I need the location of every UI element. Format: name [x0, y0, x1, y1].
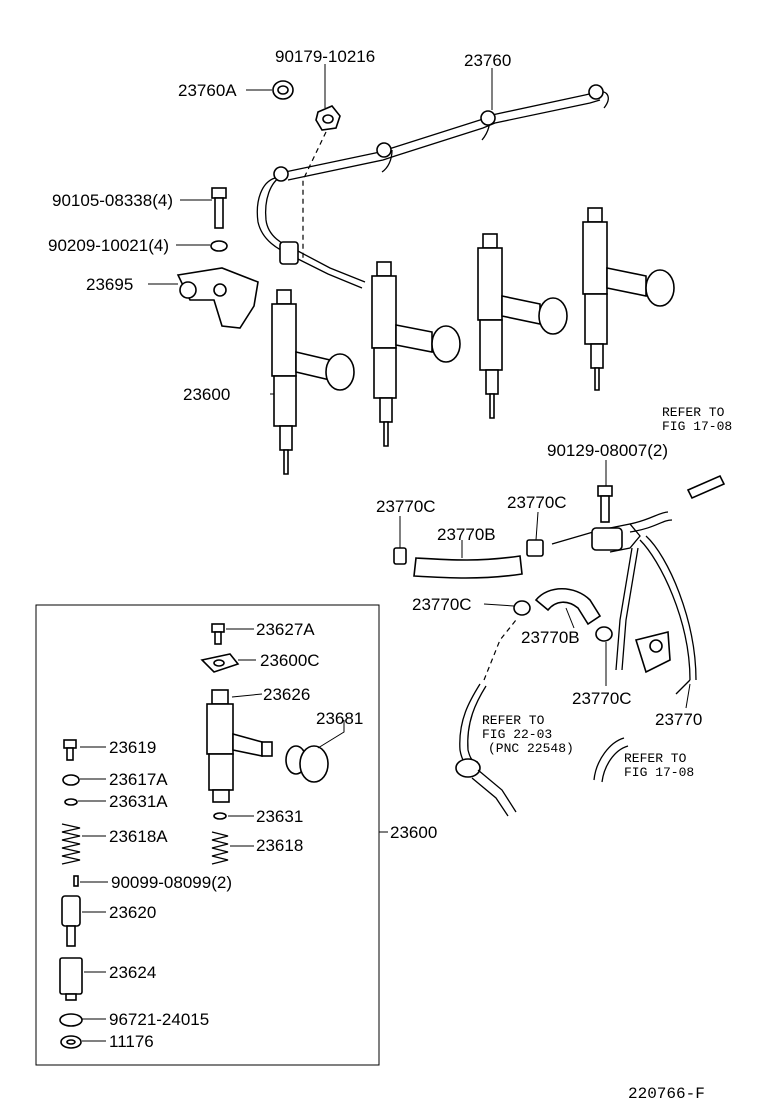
label-23624: 23624 [109, 963, 156, 982]
label-23627A: 23627A [256, 620, 315, 639]
nozzle-23624 [59, 957, 83, 1001]
label-23626: 23626 [263, 685, 310, 704]
spring-23618A [61, 823, 81, 865]
label-23770B-1: 23770B [437, 525, 496, 544]
pin-90099 [73, 875, 79, 887]
ref-17-08-lower-line1: REFER TO [624, 751, 687, 766]
holder-23626 [206, 689, 273, 803]
washer-11176 [60, 1035, 82, 1049]
ref-22-03-line1: REFER TO [482, 713, 545, 728]
fuel-pipe-ref-22-03 [455, 619, 517, 817]
leakage-hose-23770B-2 [534, 588, 602, 626]
injector-2 [371, 261, 461, 447]
injector-4 [582, 207, 675, 391]
label-23631: 23631 [256, 807, 303, 826]
label-90129: 90129-08007(2) [547, 441, 668, 460]
ref-17-08-upper-line1: REFER TO [662, 405, 725, 420]
label-23631A: 23631A [109, 792, 168, 811]
injector-assembly-box [35, 604, 380, 1066]
gasket-23760A [272, 80, 294, 100]
clip-23770C-4 [595, 626, 613, 642]
label-96721: 96721-24015 [109, 1010, 209, 1029]
reference-notes: REFER TO FIG 17-08 REFER TO FIG 22-03 (P… [482, 405, 732, 780]
label-23681: 23681 [316, 709, 363, 728]
nozzle-clamp-23695 [176, 267, 259, 329]
clip-23770C-2 [526, 539, 544, 557]
clip-23770C-3 [513, 600, 531, 616]
spring-23618 [211, 831, 229, 865]
label-11176: 11176 [109, 1032, 154, 1051]
label-23600C: 23600C [260, 651, 320, 670]
washer-23631 [213, 812, 227, 820]
label-23770C-3: 23770C [412, 595, 472, 614]
label-23760: 23760 [464, 51, 511, 70]
ref-22-03-line2: FIG 22-03 [482, 727, 552, 742]
bolt-90105 [211, 187, 227, 229]
ring-23617A [62, 774, 80, 786]
cap-23681 [285, 745, 329, 783]
label-90099: 90099-08099(2) [111, 873, 232, 892]
label-23770C-4: 23770C [572, 689, 632, 708]
leakage-pipe-23770 [551, 511, 697, 695]
oring-96721 [59, 1013, 83, 1027]
bolt-90129 [597, 485, 613, 523]
label-23600-box: 23600 [390, 823, 437, 842]
injector-1 [271, 289, 355, 475]
label-23770C-1: 23770C [376, 497, 436, 516]
label-23770B-2: 23770B [521, 628, 580, 647]
part-labels: 90179-10216 23760 23760A 90105-08338(4) … [48, 47, 702, 1051]
label-90209: 90209-10021(4) [48, 236, 169, 255]
needle-23620 [61, 895, 81, 947]
nut-90179 [315, 105, 341, 131]
label-23618A: 23618A [109, 827, 168, 846]
label-23620: 23620 [109, 903, 156, 922]
label-23600-top: 23600 [183, 385, 230, 404]
label-23760A: 23760A [178, 81, 237, 100]
clamp-23600C [200, 653, 240, 673]
leakage-hose-23770B-1 [413, 555, 523, 579]
figure-code: 220766-F [628, 1085, 705, 1103]
hose-ref-17-08-lower [593, 737, 629, 783]
clip-23770C-1 [393, 547, 407, 565]
screw-23627A [211, 623, 225, 645]
label-90179: 90179-10216 [275, 47, 375, 66]
injector-3 [477, 233, 568, 419]
injection-pipe-assembly [256, 84, 609, 289]
washer-90209 [210, 240, 228, 252]
label-23695: 23695 [86, 275, 133, 294]
hose-to-fig-17-08 [686, 474, 726, 500]
leader-lines [78, 64, 691, 1042]
bolt-23619 [63, 739, 77, 761]
label-23618: 23618 [256, 836, 303, 855]
ref-22-03-line3: (PNC 22548) [488, 741, 574, 756]
label-23617A: 23617A [109, 770, 168, 789]
washer-23631A [64, 798, 78, 806]
label-23770: 23770 [655, 710, 702, 729]
ref-17-08-lower-line2: FIG 17-08 [624, 765, 694, 780]
label-23770C-2: 23770C [507, 493, 567, 512]
ref-17-08-upper-line2: FIG 17-08 [662, 419, 732, 434]
label-23619: 23619 [109, 738, 156, 757]
label-90105: 90105-08338(4) [52, 191, 173, 210]
